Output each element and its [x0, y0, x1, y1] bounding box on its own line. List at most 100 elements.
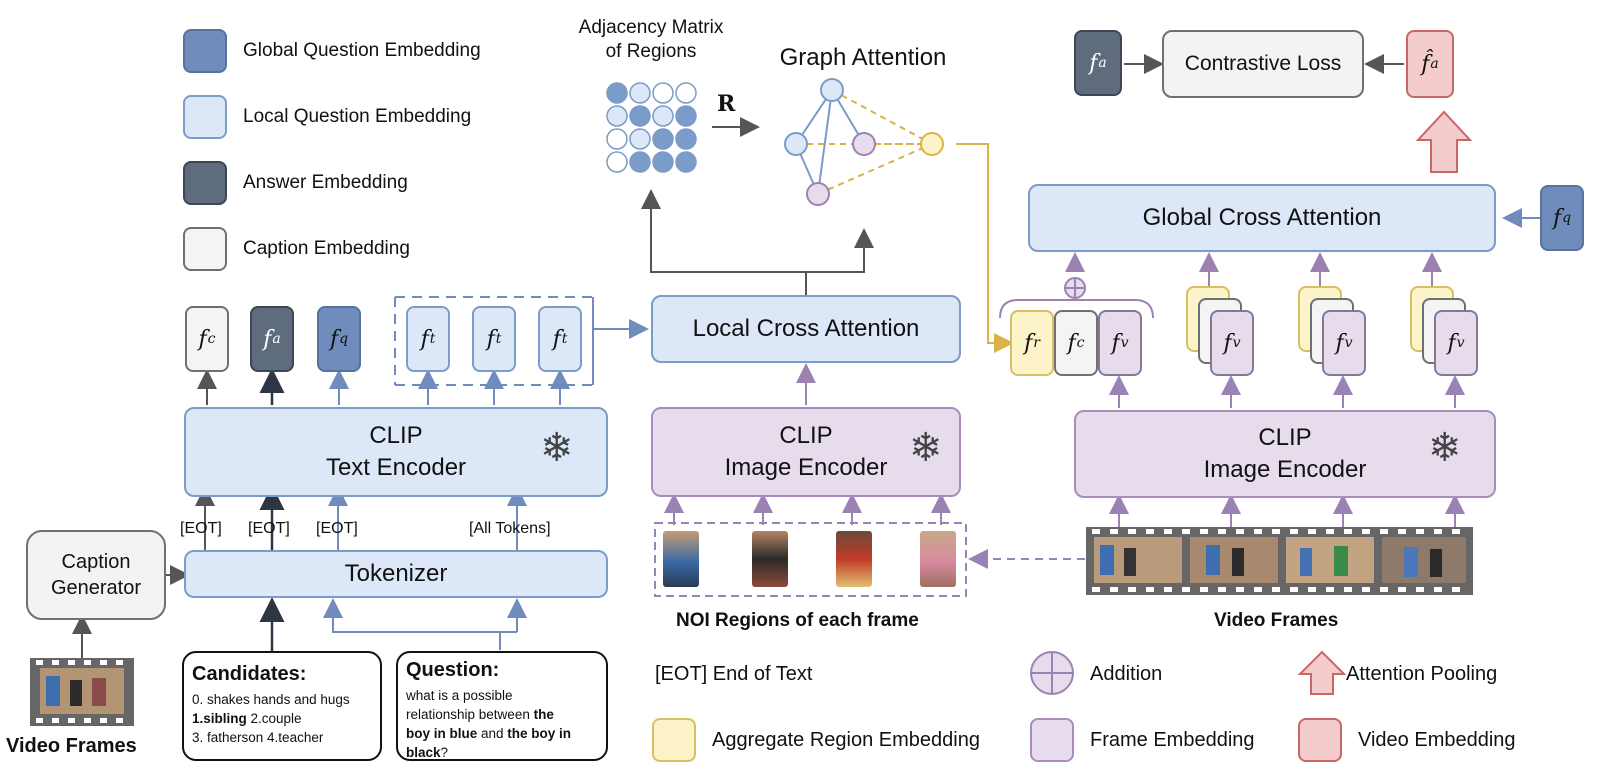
token-sub: q: [339, 331, 349, 347]
token-sub: q: [1562, 210, 1572, 226]
token-f: f: [329, 326, 339, 352]
token-f: f: [1024, 330, 1033, 356]
caption-generator-line1: Caption: [61, 551, 131, 573]
token-f: f: [420, 326, 429, 352]
caption-generator-line2: Generator: [50, 577, 142, 599]
legend-label: Caption Embedding: [243, 238, 410, 259]
question-line-4: black?: [406, 743, 598, 762]
legend-label: Video Embedding: [1358, 728, 1516, 751]
question-title: Question:: [406, 659, 500, 681]
token-sub: c: [1076, 335, 1085, 351]
token-f: f: [1223, 330, 1232, 356]
token-sub: v: [1120, 335, 1129, 351]
legend-global-question: Global Question Embedding: [183, 29, 481, 73]
frames-to-global-arrows: [1065, 252, 1442, 290]
legend-region-embedding: Aggregate Region Embedding: [652, 718, 980, 762]
adjacency-title: Adjacency Matrix of Regions: [562, 16, 740, 64]
clip-image-encoder-right: CLIP Image Encoder: [1074, 410, 1496, 498]
global-cross-attention: Global Cross Attention: [1028, 184, 1496, 252]
token-sub: a: [272, 331, 281, 347]
question-text: ?: [440, 745, 449, 760]
legend-label: Local Question Embedding: [243, 106, 472, 127]
legend-label: Answer Embedding: [243, 172, 408, 193]
candidates-title: Candidates:: [192, 663, 307, 685]
legend-answer: Answer Embedding: [183, 161, 408, 205]
token-sub: a: [1430, 56, 1439, 72]
frozen-snowflake-icon: ❄: [1428, 425, 1462, 471]
eot-label-caption: [EOT]: [180, 520, 222, 537]
token-f: f: [1335, 330, 1344, 356]
legend-caption: Caption Embedding: [183, 227, 410, 271]
legend-label: Aggregate Region Embedding: [712, 728, 980, 751]
token-sub: v: [1344, 335, 1353, 351]
question-line-2: relationship between the: [406, 705, 598, 724]
token-sub: a: [1098, 55, 1107, 71]
encoder-to-token-arrows: [197, 368, 570, 405]
image-encoder-mid-line1: CLIP: [779, 422, 833, 449]
video-embedding-fahat: f̂a: [1406, 30, 1454, 98]
text-encoder-line1: CLIP: [369, 422, 423, 449]
all-tokens-label: [All Tokens]: [469, 520, 551, 537]
token-f: f: [552, 326, 561, 352]
noi-regions-frame: [654, 522, 967, 597]
legend-pooling-icon: [1297, 650, 1347, 695]
text-encoder-line2: Text Encoder: [325, 454, 467, 481]
legend-addition: Addition: [1090, 663, 1163, 685]
legend-label: Global Question Embedding: [243, 40, 481, 61]
legend-swatch-caption: [183, 227, 227, 271]
clip-image-encoder-mid: CLIP Image Encoder: [651, 407, 961, 497]
film-strip-left: [30, 658, 134, 726]
film-strip-holes-right: [1092, 529, 1460, 592]
addition-node: [1064, 277, 1086, 299]
candidate-line-1: 0. shakes hands and hugs: [192, 692, 350, 707]
adjacency-matrix-grid: [606, 82, 697, 173]
token-f: f: [1447, 330, 1456, 356]
legend-swatch-answer: [183, 161, 227, 205]
graph-attention-title: Graph Attention: [779, 44, 947, 71]
tokenizer-to-encoder-arrows: [195, 485, 527, 555]
question-line-1: what is a possible: [406, 688, 513, 703]
token-f: f: [1111, 330, 1120, 356]
film-strip-holes-left: [36, 660, 123, 723]
local-to-graph-arrows: [641, 189, 874, 297]
token-sub: t: [429, 331, 436, 347]
local-token-bracket: [394, 296, 593, 386]
image-encoder-right-line2: Image Encoder: [1203, 456, 1367, 483]
token-f: f: [198, 326, 207, 352]
token-sub: v: [1456, 335, 1465, 351]
frozen-snowflake-icon: ❄: [540, 425, 574, 471]
noi-regions-caption: NOI Regions of each frame: [676, 610, 919, 631]
tokenizer-box: Tokenizer: [184, 550, 608, 598]
graph-network: [784, 78, 944, 206]
local-cross-attention: Local Cross Attention: [651, 295, 961, 363]
question-line-3: boy in blue and the boy in: [406, 724, 598, 743]
region-thumbnail-3: [836, 531, 872, 587]
legend-swatch-local: [183, 95, 227, 139]
question-bold: the boy in: [507, 726, 572, 741]
legend-local-question: Local Question Embedding: [183, 95, 471, 139]
legend-label: Frame Embedding: [1090, 728, 1255, 751]
question-bold: boy in blue: [406, 726, 478, 741]
candidate-other: 2.couple: [246, 711, 302, 726]
question-text: and: [477, 726, 508, 741]
candidate-correct: 1.sibling: [192, 711, 247, 726]
candidate-line-3: 3. fatherson 4.teacher: [192, 730, 324, 745]
token-sub: c: [207, 331, 216, 347]
image-encoder-right-line1: CLIP: [1258, 424, 1312, 451]
question-to-tokenizer-arrow-a: [323, 598, 501, 650]
token-f: f: [1552, 205, 1562, 231]
adjacency-title-line2: of Regions: [605, 41, 697, 62]
adjacency-title-line1: Adjacency Matrix: [578, 17, 724, 38]
candidate-line-2: 1.sibling 2.couple: [192, 709, 372, 728]
